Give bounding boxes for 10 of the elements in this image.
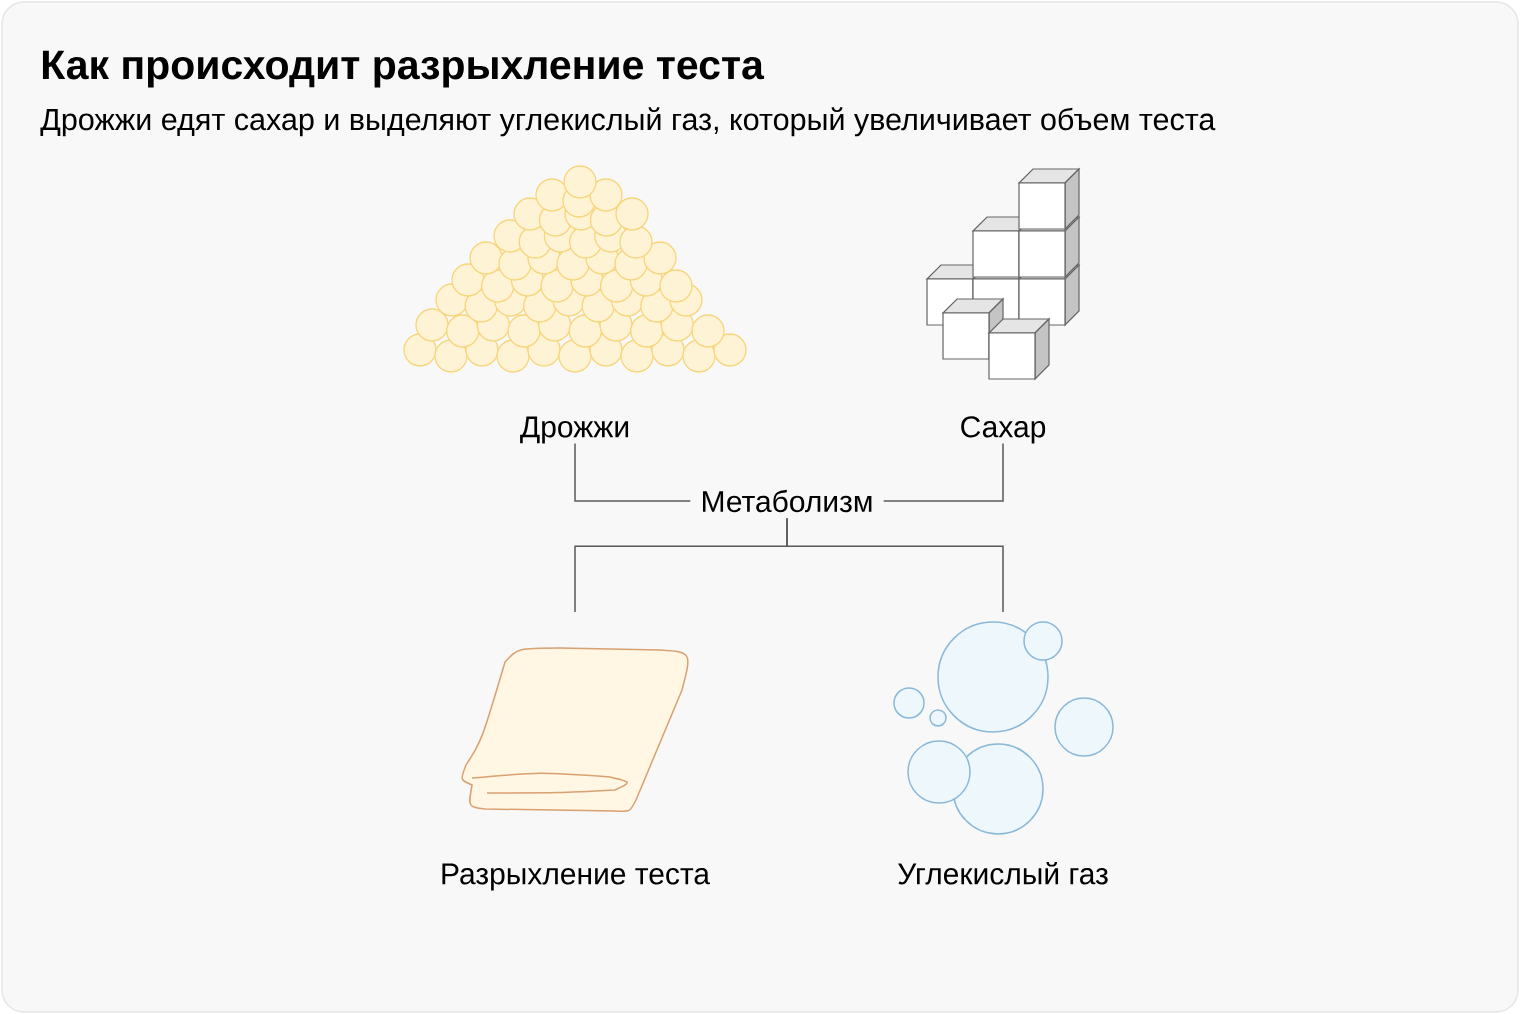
connector-line xyxy=(786,517,1004,613)
picture-caption: Углекислый газ xyxy=(898,861,1108,885)
connector-line xyxy=(574,442,692,502)
connector-line xyxy=(882,442,1004,502)
picture-caption: Разрыхление теста xyxy=(442,863,710,891)
process-label: Метаболизм xyxy=(690,483,884,519)
picture-caption: Сахар xyxy=(961,416,1046,444)
picture-caption: Дрожжи xyxy=(520,416,629,444)
title: Как происходит разрыхление теста xyxy=(42,50,765,88)
subtitle: Дрожжи едят сахар и выделяют углекислый газ, который увеличивает объем теста xyxy=(40,107,1216,137)
